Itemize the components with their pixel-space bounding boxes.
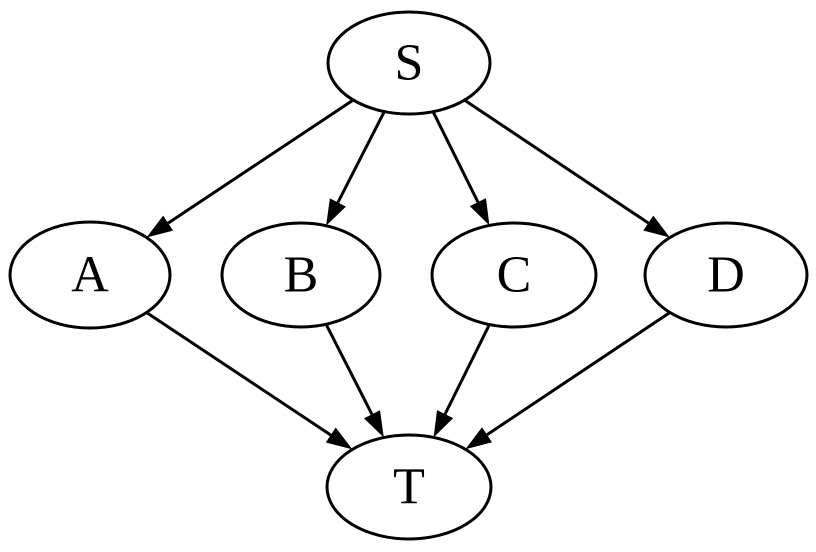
arrowhead-S-A bbox=[146, 215, 174, 238]
node-ellipse-S bbox=[326, 10, 492, 116]
node-ellipse-D bbox=[643, 221, 809, 329]
arrowhead-C-T bbox=[433, 410, 454, 438]
node-label-B: B bbox=[284, 247, 319, 304]
node-label-T: T bbox=[393, 459, 425, 516]
node-ellipse-T bbox=[325, 433, 493, 541]
edge-B-T bbox=[324, 323, 374, 416]
arrowhead-D-T bbox=[465, 427, 492, 450]
edge-D-T bbox=[486, 311, 671, 437]
node-label-A: A bbox=[71, 247, 109, 304]
node-label-C: C bbox=[497, 247, 532, 304]
arrowhead-B-T bbox=[364, 410, 384, 438]
node-label-D: D bbox=[707, 247, 745, 304]
arrowhead-A-T bbox=[325, 427, 353, 450]
node-ellipse-A bbox=[8, 220, 172, 330]
edge-S-D bbox=[463, 98, 650, 225]
node-ellipse-C bbox=[430, 221, 598, 329]
node-label-S: S bbox=[395, 35, 424, 92]
arrowhead-S-C bbox=[469, 198, 490, 226]
arrowhead-S-B bbox=[326, 198, 346, 226]
node-ellipse-B bbox=[220, 221, 382, 329]
edge-C-T bbox=[443, 323, 491, 415]
edge-S-C bbox=[431, 111, 480, 203]
arrowhead-S-D bbox=[643, 215, 670, 238]
edge-S-B bbox=[336, 110, 386, 204]
edge-S-A bbox=[167, 98, 355, 225]
edge-A-T bbox=[145, 311, 332, 437]
